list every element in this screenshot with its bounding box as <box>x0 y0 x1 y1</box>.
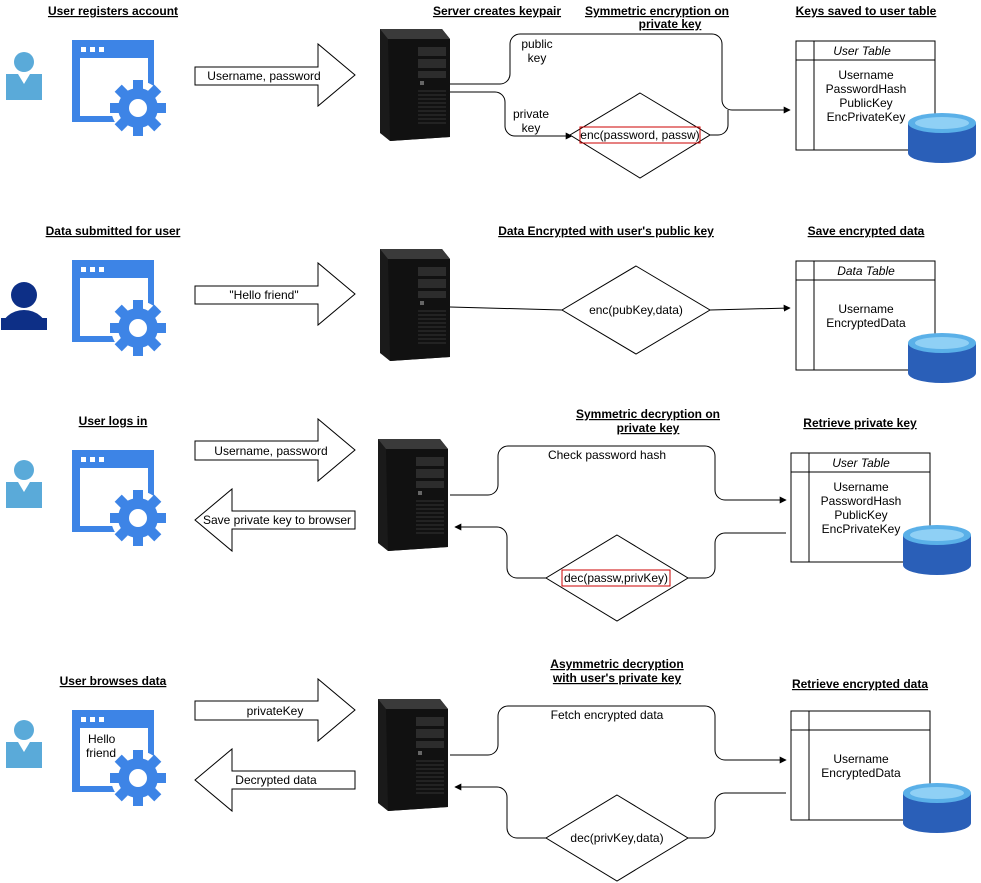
table-name: User Table <box>833 44 891 58</box>
app-window-icon <box>72 450 166 546</box>
row3-crypto-title-2: private key <box>617 421 680 435</box>
row1-server-title: Server creates keypair <box>433 4 561 18</box>
row1-crypto-title-2: private key <box>639 17 702 31</box>
response-arrow <box>194 487 356 553</box>
retrieve-data-connector <box>688 792 786 839</box>
request-arrow <box>194 261 356 327</box>
private-key-label-1: private <box>513 107 549 121</box>
app-text-line-2: friend <box>86 746 116 760</box>
database-icon <box>903 525 971 575</box>
table-field: Username <box>838 68 894 82</box>
table-field: Username <box>838 302 894 316</box>
row3-check-label: Check password hash <box>548 448 666 462</box>
row2-table-title: Save encrypted data <box>808 224 925 238</box>
table-field: PublicKey <box>839 96 892 110</box>
row1-table-title: Keys saved to user table <box>796 4 937 18</box>
row2-crypto-title: Data Encrypted with user's public key <box>498 224 714 238</box>
table-field: EncPrivateKey <box>822 522 901 536</box>
request-arrow <box>194 677 356 743</box>
server-icon <box>377 698 449 812</box>
decrypt-diamond <box>545 534 689 622</box>
encrypt-diamond <box>561 265 711 355</box>
back-to-server-connector <box>454 523 546 579</box>
row3-arrow-right-label: Username, password <box>214 444 327 458</box>
row1-diamond-label: enc(password, passw) <box>580 128 699 142</box>
highlight-box <box>561 569 671 587</box>
table-name: User Table <box>832 456 890 470</box>
public-key-connector <box>450 33 791 114</box>
row2-title: Data submitted for user <box>46 224 181 238</box>
row3-title: User logs in <box>79 414 148 428</box>
server-icon <box>379 28 451 142</box>
table-name: Data Table <box>837 264 895 278</box>
database-icon <box>908 333 976 383</box>
table-field: PasswordHash <box>826 82 907 96</box>
check-hash-connector <box>450 445 787 504</box>
server-icon <box>379 248 451 362</box>
server-icon <box>377 438 449 552</box>
table-field: EncryptedData <box>821 766 901 780</box>
request-arrow <box>194 42 356 108</box>
fetch-data-connector <box>450 705 787 764</box>
row4-diamond-label: dec(privKey,data) <box>570 831 663 845</box>
row1-arrow-label: Username, password <box>207 69 320 83</box>
encrypt-diamond <box>569 92 711 179</box>
app-window-icon <box>72 40 166 136</box>
row1-crypto-title-1: Symmetric encryption on <box>585 4 729 18</box>
table-field: Username <box>833 752 889 766</box>
to-diamond-connector <box>449 306 563 311</box>
back-to-server-connector <box>454 783 546 839</box>
database-icon <box>903 783 971 833</box>
row4-crypto-title-1: Asymmetric decryption <box>550 657 683 671</box>
row3-diamond-label: dec(passw,privKey) <box>564 571 668 585</box>
row1-title: User registers account <box>48 4 178 18</box>
decrypt-diamond <box>545 794 689 882</box>
row4-arrow-right-label: privateKey <box>247 704 304 718</box>
private-key-label-2: key <box>522 121 541 135</box>
response-arrow <box>194 747 356 813</box>
row4-title: User browses data <box>60 674 167 688</box>
retrieve-key-connector <box>688 532 786 579</box>
private-key-connector <box>450 91 573 140</box>
user-icon <box>6 720 42 768</box>
diamond-out-connector <box>710 110 729 136</box>
row4-arrow-left-label: Decrypted data <box>235 773 317 787</box>
row2-diamond-label: enc(pubKey,data) <box>589 303 683 317</box>
highlight-box <box>579 126 701 144</box>
user-icon-dark <box>1 282 47 330</box>
user-icon <box>6 52 42 100</box>
request-arrow <box>194 417 356 483</box>
table-field: EncryptedData <box>826 316 906 330</box>
user-icon <box>6 460 42 508</box>
table-field: PublicKey <box>834 508 887 522</box>
table-field: Username <box>833 480 889 494</box>
row3-table-title: Retrieve private key <box>803 416 917 430</box>
to-table-connector <box>709 304 791 312</box>
table-field: PasswordHash <box>821 494 902 508</box>
app-text-line-1: Hello <box>88 732 116 746</box>
table-field: EncPrivateKey <box>827 110 906 124</box>
row3-crypto-title-1: Symmetric decryption on <box>576 407 720 421</box>
public-key-label-1: public <box>521 37 552 51</box>
row4-crypto-title-2: with user's private key <box>552 671 682 685</box>
row3-arrow-left-label: Save private key to browser <box>203 513 351 527</box>
row2-arrow-label: "Hello friend" <box>229 288 298 302</box>
row4-fetch-label: Fetch encrypted data <box>551 708 664 722</box>
public-key-label-2: key <box>528 51 547 65</box>
database-icon <box>908 113 976 163</box>
row4-table-title: Retrieve encrypted data <box>792 677 928 691</box>
app-window-icon <box>72 260 166 356</box>
